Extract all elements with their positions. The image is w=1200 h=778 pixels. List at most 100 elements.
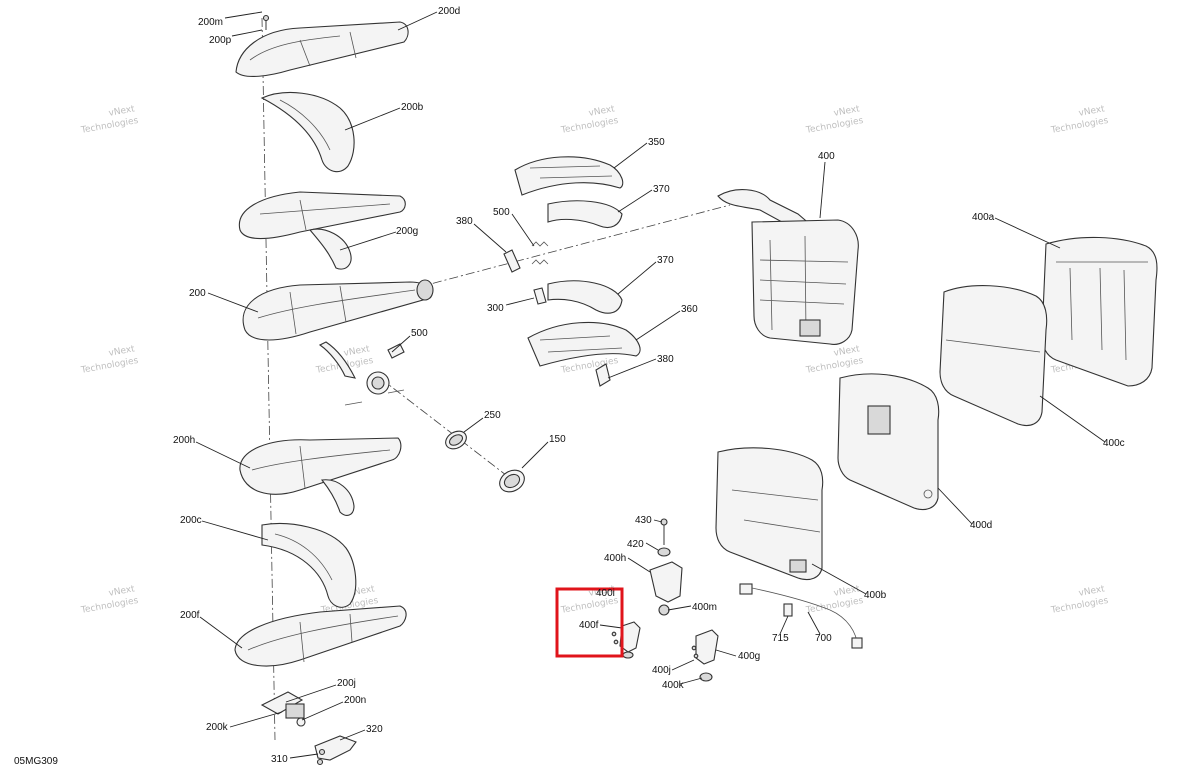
part-370-shield-upper xyxy=(547,200,623,229)
callout-320: 320 xyxy=(366,724,383,735)
callout-200g: 200g xyxy=(396,226,418,237)
callout-400d: 400d xyxy=(970,520,992,531)
watermark-line2: Technologies xyxy=(79,596,139,616)
watermark-line1: vNext xyxy=(833,104,861,118)
part-400-muffler xyxy=(717,189,859,345)
callout-200f: 200f xyxy=(180,610,200,621)
watermark-line1: vNext xyxy=(1078,584,1106,598)
part-400b-shield xyxy=(715,447,824,581)
watermark-line2: Technologies xyxy=(1049,116,1109,136)
watermark-line1: vNext xyxy=(343,344,371,358)
callout-370-upper: 370 xyxy=(653,184,670,195)
callout-250: 250 xyxy=(484,410,501,421)
part-400a-shield xyxy=(1041,236,1158,387)
callout-400g: 400g xyxy=(738,651,760,662)
part-200c-shield xyxy=(261,523,357,608)
highlight-box-400f xyxy=(555,587,624,658)
callout-400f: 400f xyxy=(579,620,599,631)
watermark-line2: Technologies xyxy=(79,356,139,376)
callout-400b: 400b xyxy=(864,590,887,601)
watermark-line1: vNext xyxy=(108,344,136,358)
watermark-line2: Technologies xyxy=(1049,596,1109,616)
part-370-shield-lower xyxy=(547,280,623,314)
part-200f-lower-shield xyxy=(234,605,407,667)
callout-715: 715 xyxy=(772,633,789,644)
part-400h-bracket xyxy=(649,561,683,616)
leader-lines xyxy=(195,11,1106,759)
part-360-pipe xyxy=(527,321,641,367)
callout-200: 200 xyxy=(189,288,206,299)
part-500-springs-center xyxy=(531,241,549,265)
callout-380-lower: 380 xyxy=(657,354,674,365)
horizontal-axis xyxy=(399,204,731,293)
callout-400c: 400c xyxy=(1103,438,1125,449)
callout-400: 400 xyxy=(818,151,835,162)
callout-200b: 200b xyxy=(401,102,424,113)
watermark-line1: vNext xyxy=(588,104,616,118)
watermark-line1: vNext xyxy=(108,104,136,118)
callout-200c: 200c xyxy=(180,515,202,526)
part-200g-shield xyxy=(238,191,406,270)
callout-500-left: 500 xyxy=(411,328,428,339)
part-400c-shield xyxy=(939,285,1048,427)
part-715-sensor xyxy=(783,603,793,617)
callout-labels: 200m 200p 200d 200b 200g 200 500 250 150… xyxy=(14,6,1125,767)
callout-400i: 400i xyxy=(596,588,615,599)
part-380-clip-upper xyxy=(503,249,521,273)
callout-200h: 200h xyxy=(173,435,195,446)
callout-420: 420 xyxy=(627,539,644,550)
callout-700: 700 xyxy=(815,633,832,644)
diagonal-axis xyxy=(379,377,516,483)
part-320-bracket xyxy=(314,735,357,766)
watermark-line2: Technologies xyxy=(804,596,864,616)
assembly-axes xyxy=(261,17,731,741)
callout-400h: 400h xyxy=(604,553,626,564)
callout-430: 430 xyxy=(635,515,652,526)
callout-400j: 400j xyxy=(652,665,671,676)
callout-300: 300 xyxy=(487,303,504,314)
callout-200p: 200p xyxy=(209,35,232,46)
callout-400m: 400m xyxy=(692,602,717,613)
callout-360: 360 xyxy=(681,304,698,315)
part-200d-upper-shield xyxy=(235,14,409,78)
callout-200n: 200n xyxy=(344,695,366,706)
callout-400a: 400a xyxy=(972,212,995,223)
part-700-sensor-cable xyxy=(739,583,863,649)
watermark-line1: vNext xyxy=(833,584,861,598)
part-400d-shield xyxy=(837,373,940,511)
part-350-shield xyxy=(514,156,624,196)
watermark-line1: vNext xyxy=(833,344,861,358)
part-200b-shield xyxy=(260,92,355,173)
part-250-seal-ring xyxy=(445,430,467,450)
part-400g-bracket xyxy=(691,629,719,682)
watermark-line2: Technologies xyxy=(804,116,864,136)
drawing-code: 05MG309 xyxy=(14,756,58,767)
callout-200j: 200j xyxy=(337,678,356,689)
callout-400k: 400k xyxy=(662,680,685,691)
callout-200k: 200k xyxy=(206,722,229,733)
callout-150: 150 xyxy=(549,434,566,445)
callout-310: 310 xyxy=(271,754,288,765)
part-430-bolt xyxy=(660,518,668,545)
watermark-line1: vNext xyxy=(1078,104,1106,118)
callout-370-lower: 370 xyxy=(657,255,674,266)
part-200-muffler-tube xyxy=(242,279,434,406)
part-420-grommet xyxy=(657,547,671,557)
part-380-clip-lower xyxy=(595,363,611,387)
part-300-clip xyxy=(533,287,547,305)
callout-200m: 200m xyxy=(198,17,223,28)
part-200h-shield xyxy=(239,437,402,516)
vertical-axis xyxy=(261,17,276,741)
watermark-line2: Technologies xyxy=(804,356,864,376)
callout-350: 350 xyxy=(648,137,665,148)
callout-500-center: 500 xyxy=(493,207,510,218)
part-150-seal-ring xyxy=(499,469,525,493)
part-200j-200k-bracket xyxy=(260,691,306,727)
callout-200d: 200d xyxy=(438,6,460,17)
watermark-line2: Technologies xyxy=(79,116,139,136)
watermark-line2: Technologies xyxy=(559,116,619,136)
watermark-line1: vNext xyxy=(108,584,136,598)
callout-380-upper: 380 xyxy=(456,216,473,227)
part-400f-bracket xyxy=(611,621,641,659)
